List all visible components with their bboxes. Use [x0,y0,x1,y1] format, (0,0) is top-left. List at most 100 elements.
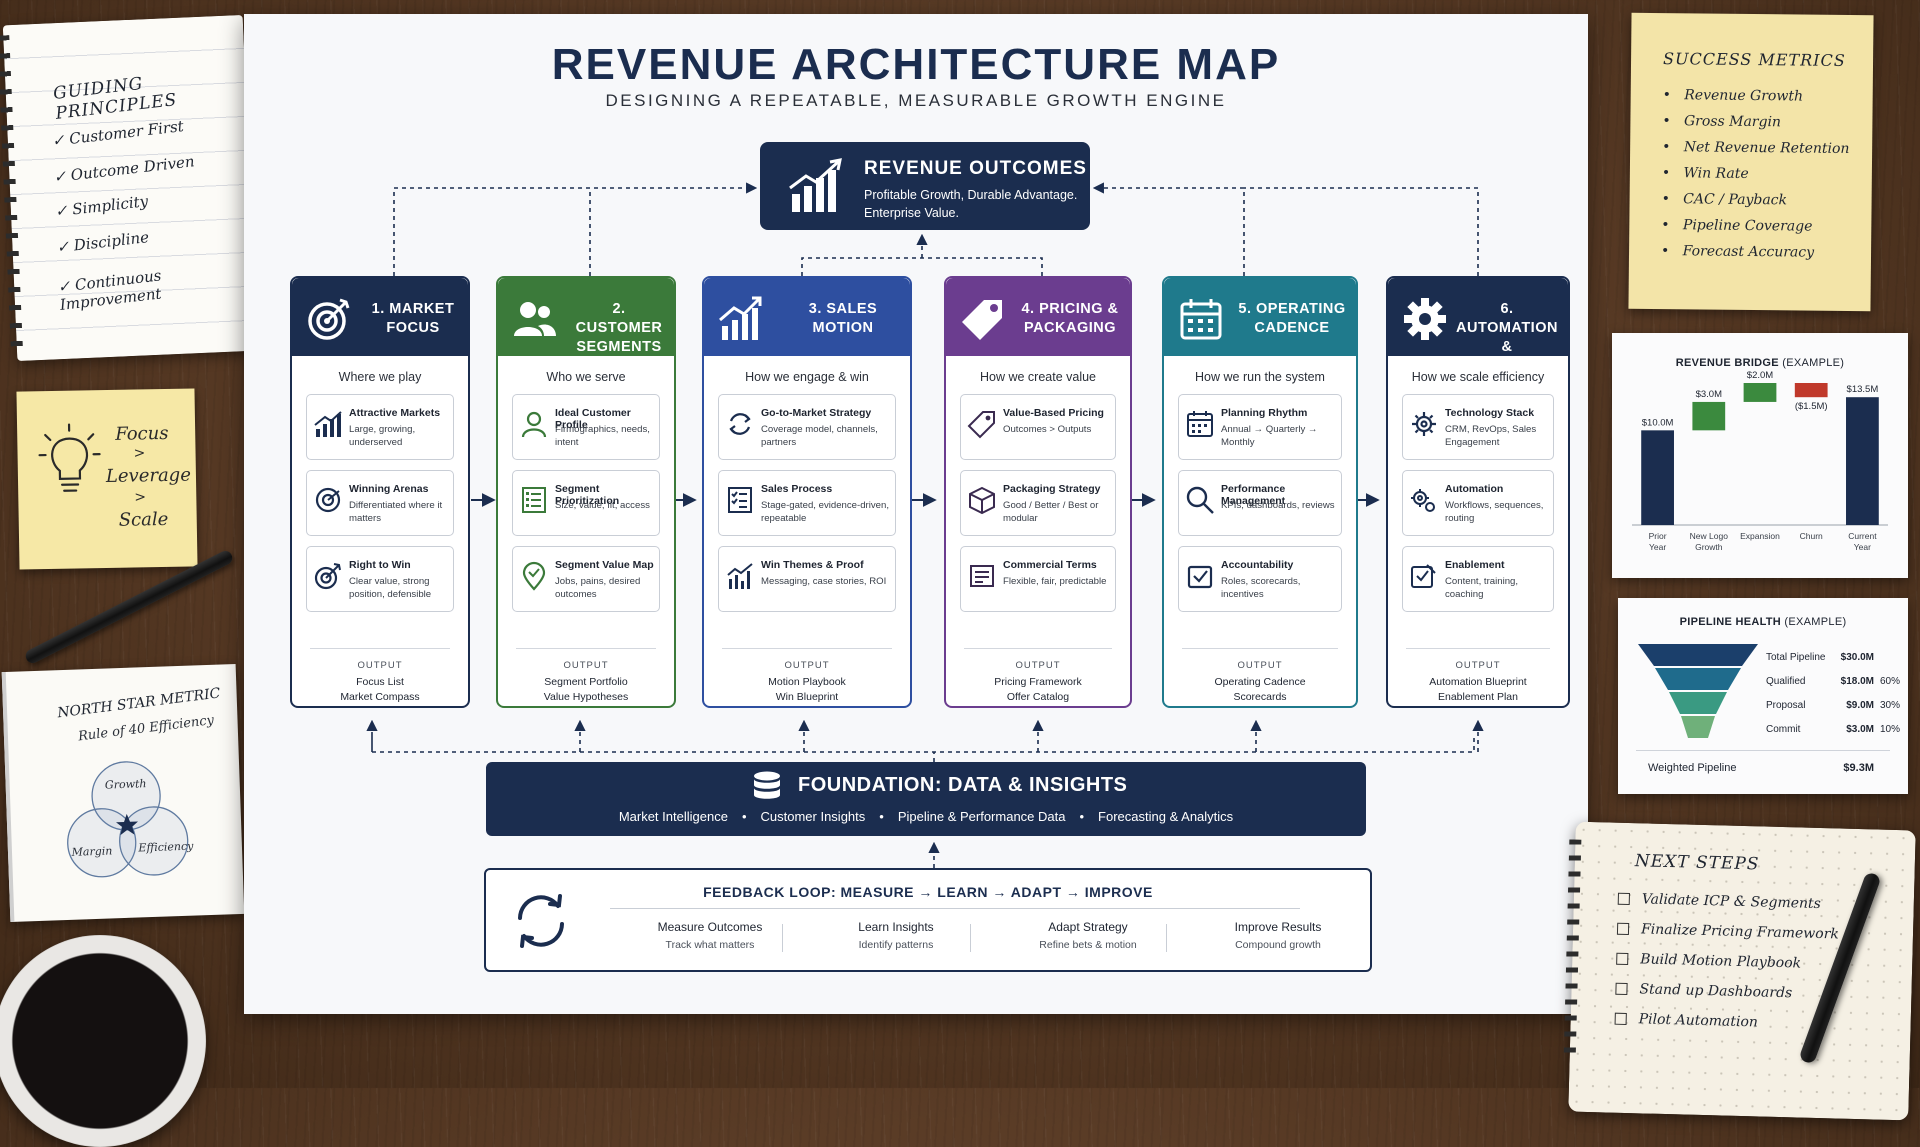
divider [1406,648,1550,649]
coffee-mug [0,935,206,1147]
pillar-title: 5. OPERATING CADENCE [1234,300,1350,338]
pillar-title: 4. PRICING & PACKAGING [1016,300,1124,338]
pillar-customer-segments: 2. CUSTOMER SEGMENTS Who we serve Ideal … [496,276,676,708]
output-label: OUTPUT [704,660,910,671]
pipeline-row-label: Qualified [1766,676,1805,687]
pipeline-row-pct: 10% [1880,724,1900,735]
step-title: Learn Insights [806,920,986,934]
checkbox-icon [1185,561,1215,591]
bridge-bar [1846,397,1879,525]
card-text: Stage-gated, evidence-driven, repeatable [761,499,891,525]
principle-item: ✓ Simplicity [54,192,149,220]
card-title: Accountability [1221,559,1337,571]
checklist-icon [519,485,549,515]
pillar-card: Technology Stack CRM, RevOps, Sales Enga… [1402,394,1554,460]
pillar-card: Packaging Strategy Good / Better / Best … [960,470,1116,536]
next-steps-title: NEXT STEPS [1635,851,1760,874]
metric-item: • Revenue Growth [1663,87,1804,104]
next-step-item[interactable]: Pilot Automation [1614,1011,1758,1031]
card-title: Sales Process [761,483,891,495]
arrow-symbol: > [134,489,146,505]
arrow-symbol: > [133,445,145,461]
next-step-item[interactable]: Stand up Dashboards [1615,981,1792,1002]
automation-icon [1409,485,1439,515]
output-item: Operating Cadence [1164,676,1356,688]
pillar-header: 1. MARKET FOCUS [292,278,468,356]
user-icon [519,409,549,439]
feedback-loop-box: FEEDBACK LOOP: MEASURE → LEARN → ADAPT →… [484,868,1372,972]
foundation-item: Forecasting & Analytics [1098,809,1233,824]
weighted-pipeline-value: $9.3M [1824,762,1874,774]
pillar-title: 3. SALES MOTION [782,300,904,338]
next-step-item[interactable]: Finalize Pricing Framework [1617,921,1839,943]
pillar-tagline: How we run the system [1164,370,1356,384]
pillar-market-focus: 1. MARKET FOCUS Where we play Attractive… [290,276,470,708]
output-label: OUTPUT [1164,660,1356,671]
next-step-item[interactable]: Build Motion Playbook [1616,951,1801,972]
success-metrics-note: SUCCESS METRICS • Revenue Growth • Gross… [1628,13,1873,312]
pillar-title: 1. MARKET FOCUS [364,300,462,338]
foundation-bar: FOUNDATION: DATA & INSIGHTS Market Intel… [486,762,1366,836]
cycle-icon [725,409,755,439]
trend-chart-icon [718,296,764,342]
pipeline-row-pct: 60% [1880,676,1900,687]
price-tag-icon [960,296,1006,342]
card-text: Clear value, strong position, defensible [349,575,449,601]
calendar-icon [1185,409,1215,439]
target-icon [313,485,343,515]
users-icon [512,296,558,342]
divider [1636,750,1890,751]
north-star-notebook: NORTH STAR METRIC Rule of 40 Efficiency … [2,664,245,922]
guiding-principles-title: GUIDING PRINCIPLES [52,62,247,123]
step-text: Compound growth [1188,939,1368,951]
outcome-text: Profitable Growth, Durable Advantage. En… [864,186,1084,222]
card-title: Commercial Terms [1003,559,1111,571]
bridge-category-label: Current [1848,531,1877,541]
principle-item: ✓ Continuous Improvement [57,256,256,314]
divider [310,648,450,649]
step-title: Adapt Strategy [998,920,1178,934]
metric-item: • Forecast Accuracy [1661,243,1814,261]
pipeline-row-label: Proposal [1766,700,1805,711]
venn-diagram: Growth Margin Efficiency [48,745,203,900]
feedback-step-learn: Learn Insights Identify patterns [806,920,986,951]
leverage-word: Leverage [106,465,191,487]
step-text: Track what matters [620,939,800,951]
growth-chart-icon [786,158,846,216]
output-label: OUTPUT [498,660,674,671]
success-metrics-title: SUCCESS METRICS [1663,49,1846,70]
pillar-card: Segment Value Map Jobs, pains, desired o… [512,546,660,612]
metric-item: • Gross Margin [1662,113,1781,130]
checkbox-icon [1617,923,1629,935]
pillar-header: 6. AUTOMATION & ENABLEMENT [1388,278,1568,356]
venn-label-growth: Growth [105,777,147,791]
pillar-automation-enablement: 6. AUTOMATION & ENABLEMENT How we scale … [1386,276,1570,708]
next-step-item[interactable]: Validate ICP & Segments [1618,891,1821,912]
card-title: Winning Arenas [349,483,449,495]
card-text: Workflows, sequences, routing [1445,499,1549,525]
output-item: Focus List [292,676,468,688]
card-title: Enablement [1445,559,1549,571]
card-text: Annual → Quarterly → Monthly [1221,423,1337,449]
metric-item: • Net Revenue Retention [1662,139,1849,157]
output-item: Market Compass [292,691,468,703]
pillar-tagline: Who we serve [498,370,674,384]
output-item: Win Blueprint [704,691,910,703]
card-title: Packaging Strategy [1003,483,1111,495]
bridge-bar [1641,430,1674,525]
edit-check-icon [1409,561,1439,591]
foundation-item: Customer Insights [761,809,866,824]
pillar-tagline: Where we play [292,370,468,384]
feedback-step-improve: Improve Results Compound growth [1188,920,1368,951]
target-arrow-icon [313,561,343,591]
magnifier-icon [1185,485,1215,515]
bridge-bar [1692,402,1725,430]
bridge-category-label: Year [1649,542,1666,552]
gear-icon [1409,409,1439,439]
pillar-card: Performance Management KPIs, dashboards,… [1178,470,1342,536]
card-text: Large, growing, underserved [349,423,449,449]
bridge-value-label: ($1.5M) [1795,401,1828,412]
trend-chart-icon [725,561,755,591]
foundation-item: Market Intelligence [619,809,728,824]
